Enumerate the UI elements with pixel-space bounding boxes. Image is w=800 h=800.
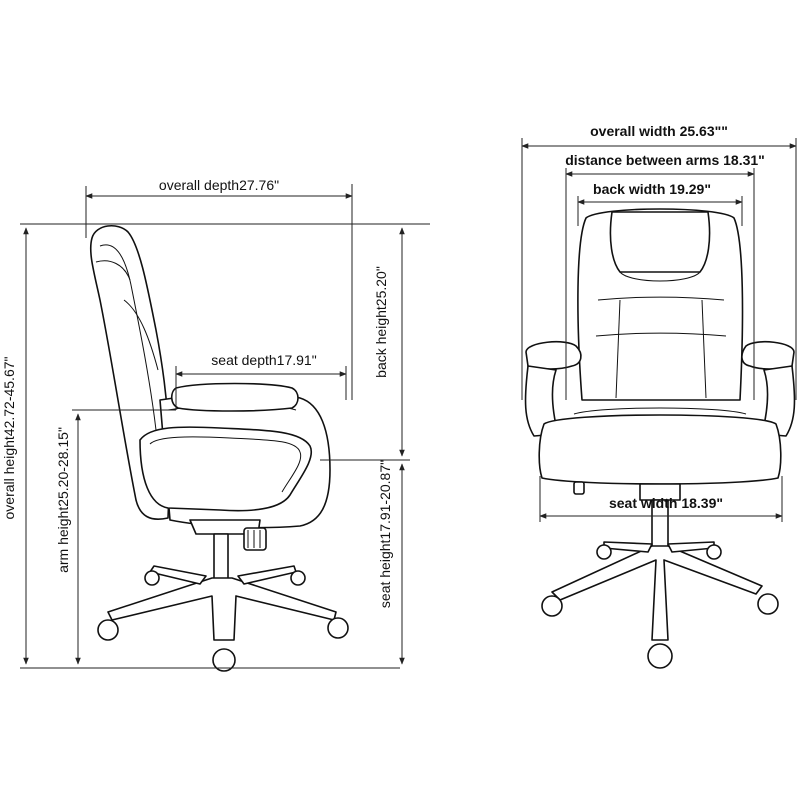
side-casters: [97, 570, 349, 672]
arm-height-label: arm height25.20-28.15": [55, 427, 71, 573]
seat-depth-label: seat depth17.91": [211, 352, 316, 368]
seat-width-label: seat width 18.39": [609, 495, 723, 511]
front-dimensions: overall width 25.63"" distance between a…: [521, 123, 797, 522]
front-view-chair: [524, 208, 796, 669]
back-width-label: back width 19.29": [593, 181, 711, 197]
side-dimensions: overall depth27.76" seat depth17.91" ove…: [1, 177, 430, 669]
side-view-chair: [89, 225, 349, 672]
front-casters: [541, 544, 779, 669]
back-height-label: back height25.20": [373, 266, 389, 378]
distance-between-arms-label: distance between arms 18.31": [565, 152, 765, 168]
overall-depth-label: overall depth27.76": [159, 177, 279, 193]
overall-height-label: overall height42.72-45.67": [1, 356, 17, 519]
overall-width-label: overall width 25.63"": [590, 123, 728, 139]
seat-height-label: seat height17.91-20.87": [377, 460, 393, 608]
